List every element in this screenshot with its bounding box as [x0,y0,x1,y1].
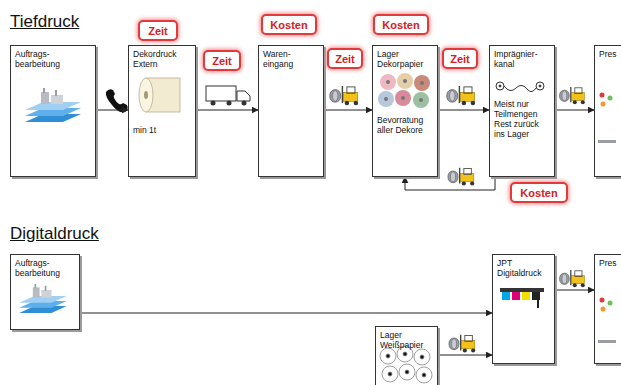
white-rolls-icon [380,346,432,383]
forklift-icon [560,270,585,287]
decor-rolls-icon [378,73,430,108]
impregnation-symbol [496,82,544,92]
process-box: Lager Weißpapier [375,326,438,385]
flow-arrow [324,110,372,111]
process-box: Pres [594,254,621,364]
press-dots-icon [598,93,616,344]
box-title: Pres [599,49,621,59]
forklift-icon [560,87,585,104]
truck-icon [206,86,250,106]
cost-time-badge: Zeit [327,48,363,69]
box-title: Dekordruck Extern [133,49,191,69]
flow-arrow [96,110,128,111]
process-box: Lager DekorpapierBevorratung aller Dekor… [372,45,438,177]
paper-roll-icon [139,78,180,112]
flow-arrow [555,290,594,291]
process-box: Pres [594,45,621,177]
box-title: Pres [599,258,621,268]
box-note: Meist nur Teilmengen Rest zurück ins Lag… [494,99,550,139]
process-box: Waren- eingang [258,45,324,177]
cost-time-badge: Kosten [261,14,317,35]
process-box: Imprägnier- kanalMeist nur Teilmengen Re… [489,45,555,177]
process-box: Dekordruck Extern min 1t [128,45,196,177]
box-title: Auftrags- bearbeitung [15,258,75,278]
box-title: JPT Digitaldruck [497,258,550,278]
inkjet-icon [500,288,544,308]
box-note: min 1t [133,125,191,135]
forklift-icon [330,86,358,105]
box-title: Lager Dekorpapier [377,49,433,69]
box-title: Auftrags- bearbeitung [15,49,67,69]
box-title: Zeit [212,55,232,67]
section-heading: Digitaldruck [10,224,99,244]
factory-icon [25,88,81,122]
section-heading: Tiefdruck [10,12,79,32]
cost-time-badge: Zeit [203,50,241,71]
process-box: JPT Digitaldruck [492,254,555,364]
box-note: Bevorratung aller Dekore [377,115,433,135]
forklift-icon [449,335,475,353]
box-title: Zeit [148,25,168,37]
flow-arrow [438,355,492,356]
phone-icon [106,89,128,112]
flow-arrow [438,110,489,111]
forklift-icon [448,168,474,186]
box-title: Zeit [335,53,355,65]
process-box: Auftrags- bearbeitung [10,45,96,177]
forklift-icon [447,86,475,105]
box-title: Kosten [520,187,557,199]
box-title: Waren- eingang [263,49,305,69]
box-title: Kosten [270,19,307,31]
cost-time-badge: Kosten [373,14,429,35]
factory-icon [19,284,67,313]
process-box: Auftrags- bearbeitung [10,254,80,330]
flow-arrow [555,110,594,111]
box-title: Zeit [450,53,470,65]
flow-arrow [405,177,495,190]
cost-time-badge: Zeit [442,48,478,69]
flow-arrow [80,313,492,314]
box-title: Imprägnier- kanal [494,49,550,69]
box-title: Lager Weißpapier [380,330,433,350]
box-title: Kosten [382,19,419,31]
cost-time-badge: Kosten [510,182,568,203]
cost-time-badge: Zeit [138,20,178,41]
flow-arrow [196,110,258,111]
